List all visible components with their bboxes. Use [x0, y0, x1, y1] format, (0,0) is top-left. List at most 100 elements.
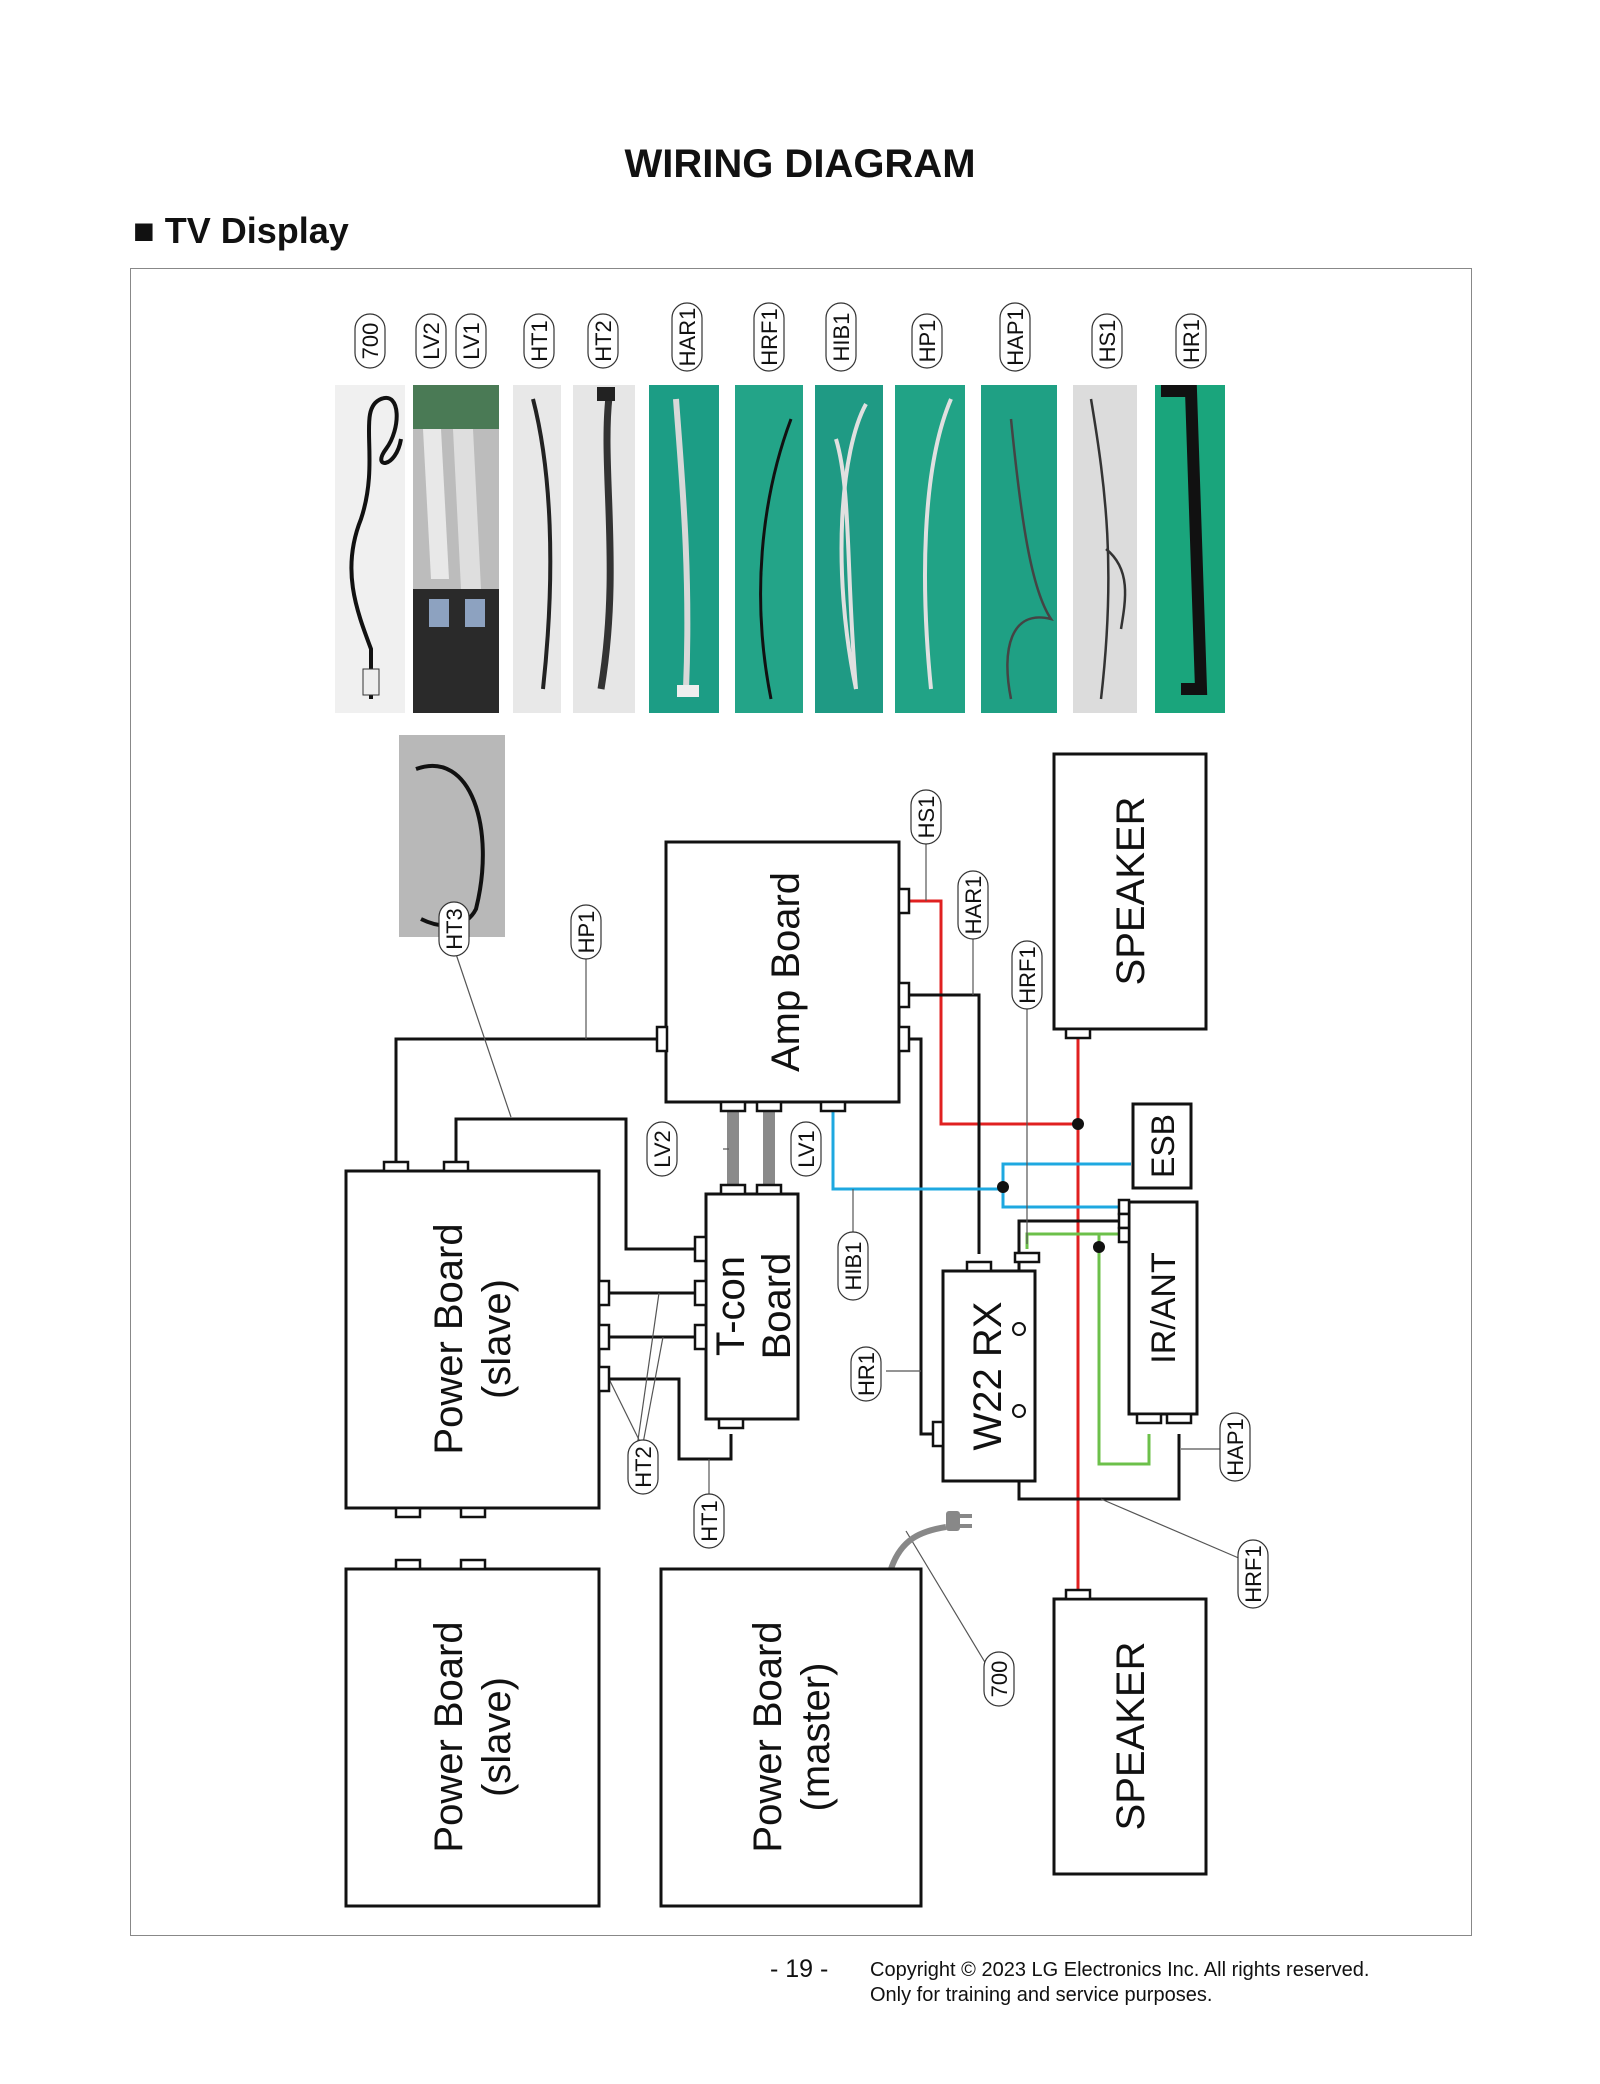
tcon-board-label: T-con Board [709, 1253, 799, 1360]
speaker-top-label: SPEAKER [1109, 797, 1153, 986]
wire-ht3 [454, 1117, 696, 1251]
label-ht2-text: HT2 [631, 1446, 656, 1488]
connector-ps-right-b [597, 1323, 611, 1351]
connector-tcon-lv1 [755, 1183, 783, 1196]
cable-photo-hr1 [1155, 385, 1225, 713]
power-plug-body [946, 1511, 960, 1531]
photo-wire-hp1 [923, 398, 953, 690]
connector-ps-bottom-a [394, 1506, 422, 1519]
w22-point-a [1012, 1322, 1026, 1336]
connector-irant-bottom-b [1165, 1412, 1193, 1425]
wire-hib1 [831, 1109, 1131, 1191]
label-hrf1-bottom: HRF1 [1237, 1539, 1269, 1609]
connector-ps-ht3 [442, 1160, 470, 1173]
w22-rx-board [941, 1269, 1037, 1483]
junction-red [1072, 1118, 1084, 1130]
cable-label-lv1-text: LV1 [459, 322, 484, 360]
photo-plug-700 [362, 668, 380, 696]
photo-bg-hrf1 [735, 385, 803, 713]
power-plug-prong-b [960, 1524, 972, 1528]
label-700-pill [983, 1651, 1015, 1707]
label-hrf1-bottom-text: HRF1 [1241, 1545, 1266, 1602]
esb-label: ESB [1145, 1114, 1181, 1178]
label-hs1-text: HS1 [914, 796, 939, 839]
label-har1-text: HAR1 [961, 876, 986, 935]
connector-labels: HT3 HP1 HS1 HAR1 HRF1 LV2 LV1 HIB1 [438, 789, 1269, 1707]
cable-label-har1: HAR1 [671, 302, 703, 372]
power-master-label: Power Board (master) [746, 1621, 838, 1852]
cable-photo-ht2 [573, 385, 635, 713]
label-hrf1-top-pill [1011, 940, 1043, 1010]
page-title: WIRING DIAGRAM [624, 142, 976, 186]
photo-plug-ht2 [597, 387, 615, 401]
label-ht1-text: HT1 [697, 1500, 722, 1542]
photo-connector-lv-b [465, 599, 485, 627]
cable-label-700: 700 [354, 313, 386, 369]
label-ht3: HT3 [438, 901, 470, 957]
photo-wire-har1 [673, 398, 691, 690]
wire-hap1-b [1097, 1234, 1151, 1466]
connector-ps2-top-a [394, 1558, 422, 1571]
photo-bg-ht1 [513, 385, 561, 713]
photo-wire-hr1 [1161, 385, 1208, 695]
power-slave-bottom-label-line2: (slave) [475, 1677, 519, 1797]
label-lv1-pill [790, 1121, 822, 1177]
label-ht3-pill [438, 901, 470, 957]
label-hr1: HR1 [850, 1346, 882, 1402]
wiring-diagram: 700 LV2 LV1 HT1 HT2 HAR1 HRF1 HIB1 [335, 302, 1269, 1908]
connector-tcon-ht1 [717, 1417, 745, 1430]
cable-label-ht2-text: HT2 [591, 320, 616, 362]
w22-rx-label: W22 RX [966, 1302, 1010, 1451]
leader-ht2-a [640, 1336, 664, 1455]
connectors [382, 887, 1193, 1601]
ir-ant-board [1127, 1200, 1199, 1416]
leader-ht3 [455, 953, 512, 1118]
cable-label-hp1-text: HP1 [915, 320, 940, 363]
photo-wire-hs1 [1089, 398, 1110, 700]
connector-w22-hap1 [1013, 1251, 1041, 1264]
power-master-label-line2: (master) [794, 1663, 838, 1812]
connector-irant-b [1117, 1212, 1131, 1230]
photo-board-lv [413, 385, 499, 429]
connector-tcon-ht2-b [693, 1323, 708, 1351]
label-hib1-text: HIB1 [841, 1242, 866, 1291]
cable-label-hp1-pill [911, 313, 943, 369]
amp-board-label: Amp Board [764, 872, 808, 1072]
diagram-frame: 700 LV2 LV1 HT1 HT2 HAR1 HRF1 HIB1 [130, 268, 1472, 1936]
section-title: ■ TV Display [133, 210, 349, 251]
ir-ant-label: IR/ANT [1145, 1252, 1183, 1363]
boards [344, 752, 1208, 1908]
cable-label-lv2-text: LV2 [419, 322, 444, 360]
power-slave-bottom-label: Power Board (slave) [427, 1621, 519, 1852]
wire-har1 [909, 993, 981, 1254]
photo-base-lv [413, 589, 499, 713]
tcon-board-label-line2: Board [755, 1253, 799, 1360]
copyright-notice: Copyright © 2023 LG Electronics Inc. All… [870, 1958, 1369, 2008]
cable-label-lv1-pill [455, 313, 487, 369]
connector-tcon-lv2 [719, 1183, 747, 1196]
photo-wire-hs1-b [1105, 548, 1127, 630]
cable-label-har1-pill [671, 302, 703, 372]
cable-photo-ht1 [513, 385, 561, 713]
cable-label-lv1: LV1 [455, 313, 487, 369]
label-lv1: LV1 [790, 1121, 822, 1177]
cable-photo-hp1 [895, 385, 965, 713]
label-lv2: LV2 [646, 1121, 678, 1177]
wire-hib1-b [1001, 1189, 1119, 1209]
cable-label-700-pill [354, 313, 386, 369]
label-lv1-text: LV1 [794, 1130, 819, 1168]
leader-700 [905, 1530, 987, 1665]
power-slave-top-label-line2: (slave) [475, 1279, 519, 1399]
power-board-master [659, 1567, 923, 1908]
speaker-bottom-label: SPEAKER [1109, 1642, 1153, 1831]
connector-ps-hp1 [382, 1160, 410, 1173]
connector-irant-a [1117, 1198, 1131, 1216]
label-ht1-pill [693, 1493, 725, 1549]
connector-amp-lv2 [719, 1100, 747, 1113]
label-hr1-text: HR1 [854, 1352, 879, 1396]
cable-label-lv2-pill [415, 313, 447, 369]
tcon-board [704, 1192, 800, 1421]
label-ht2: HT2 [627, 1439, 659, 1495]
connector-ps-right-a [597, 1279, 611, 1307]
connector-amp-hp1 [655, 1025, 669, 1053]
